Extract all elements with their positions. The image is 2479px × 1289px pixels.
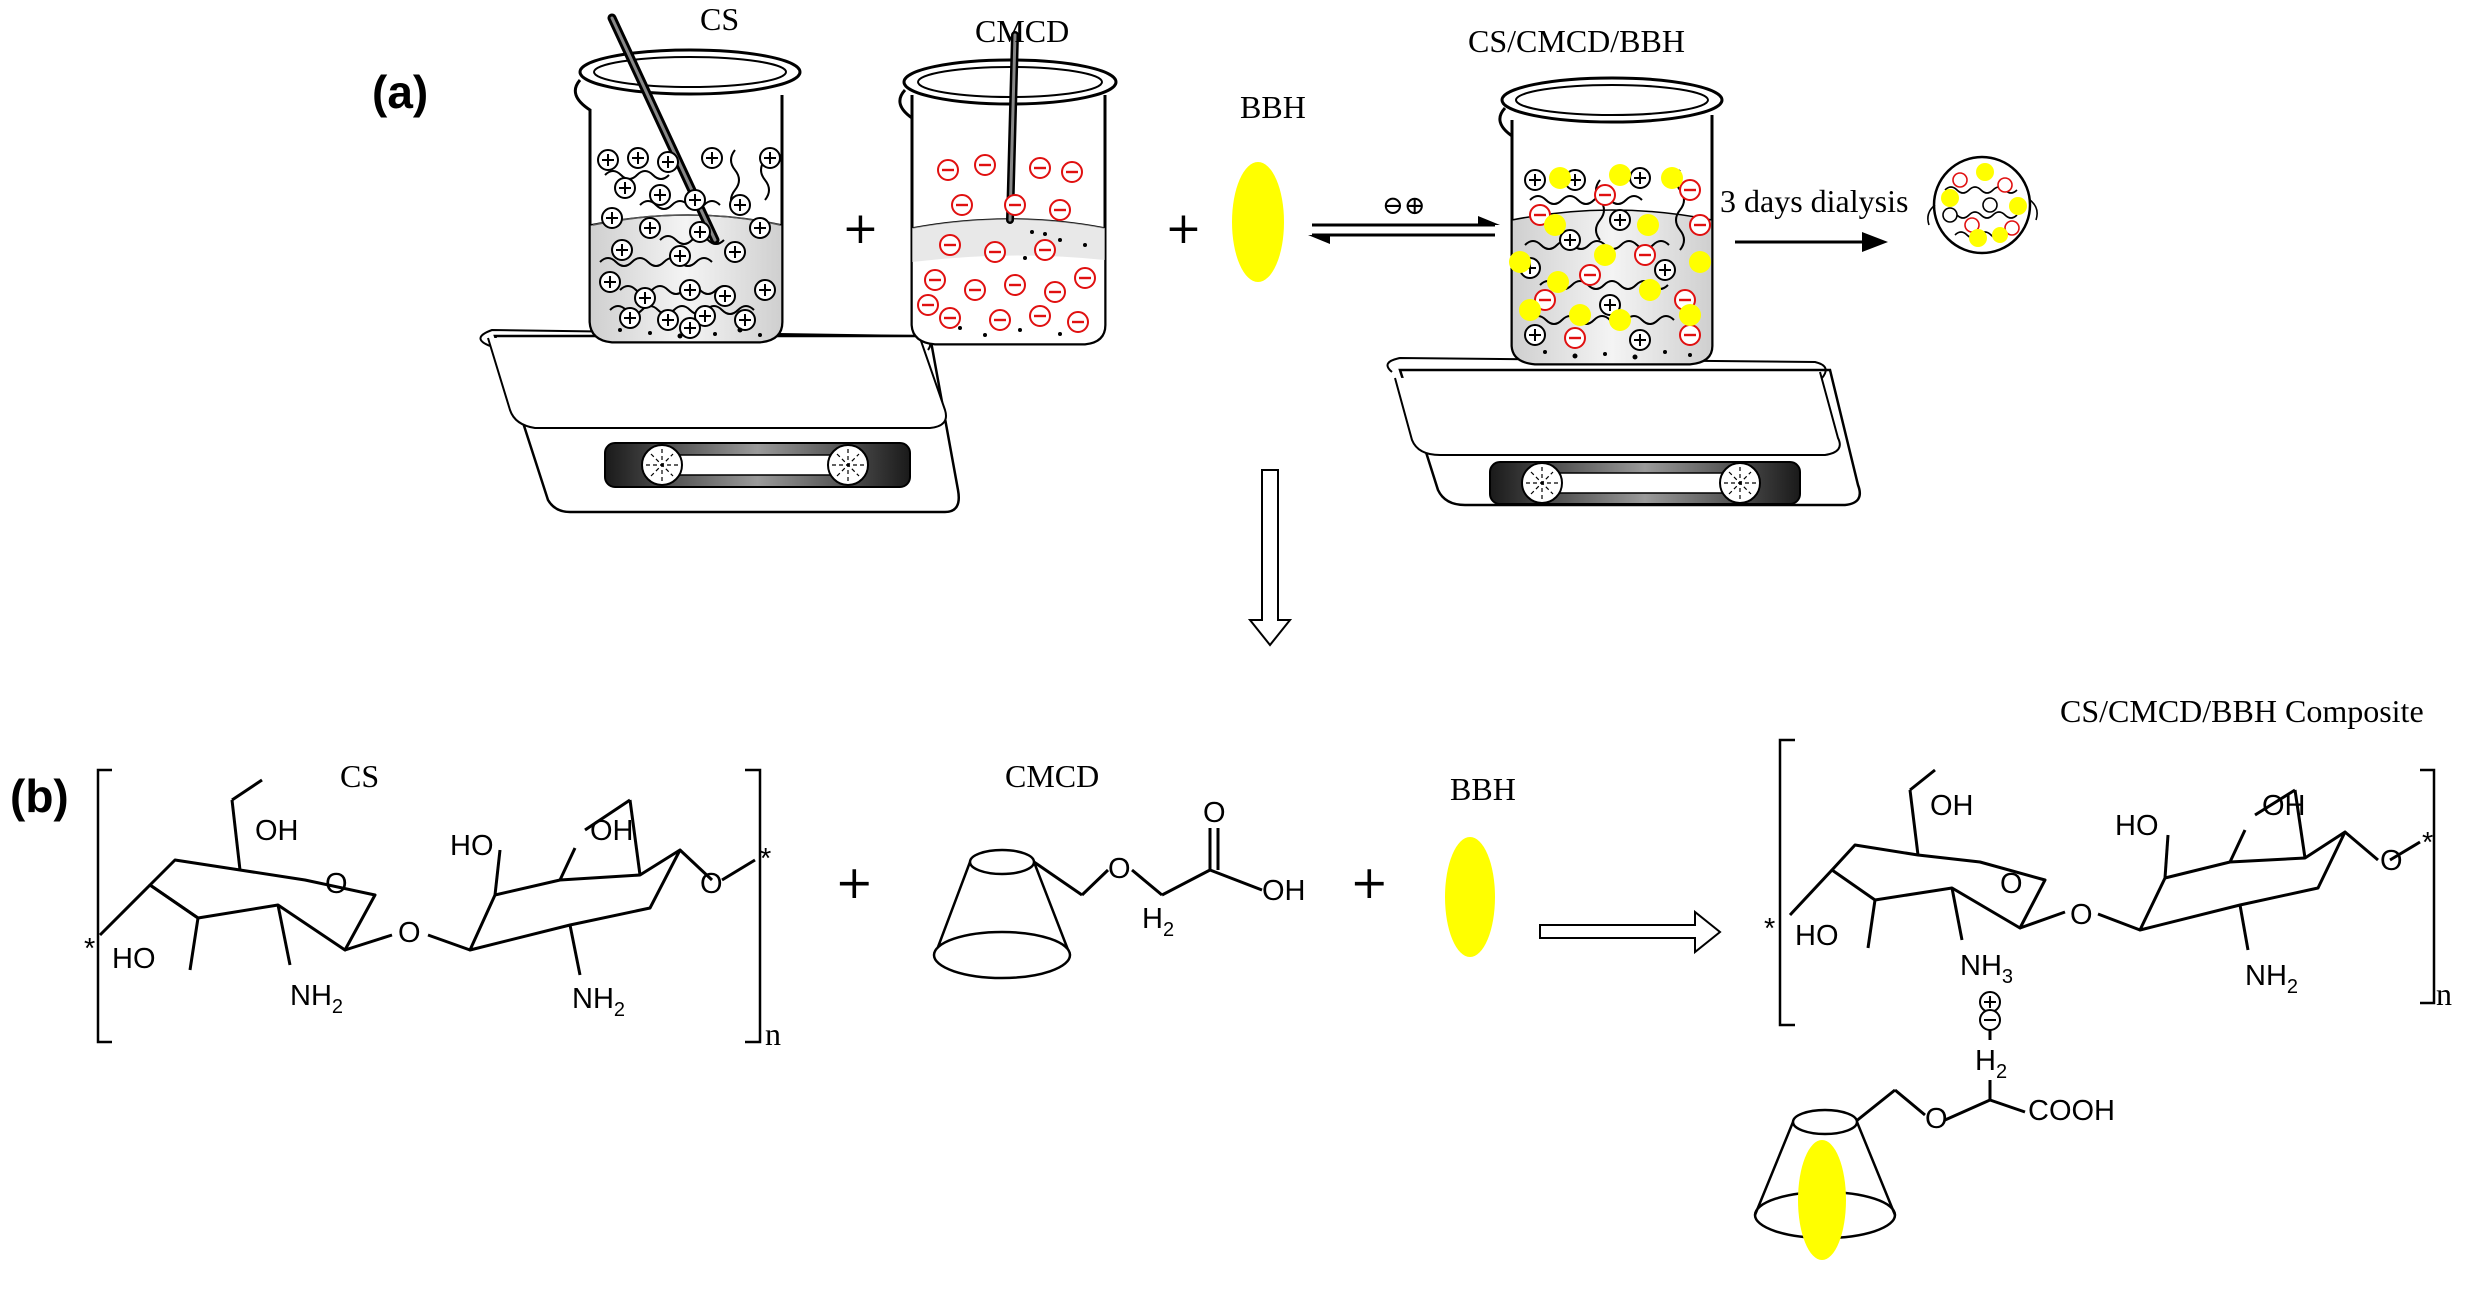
- cmcd-beaker-label: CMCD: [975, 13, 1069, 49]
- cs-ho-1: HO: [112, 943, 156, 975]
- cs-star-left: *: [84, 933, 95, 965]
- right-arrow: [1539, 909, 1722, 955]
- mixture-label: CS/CMCD/BBH: [1468, 23, 1685, 59]
- ionic-pair: [1979, 991, 2001, 1031]
- bbh-drug-a: [1232, 162, 1284, 282]
- down-arrow: [1247, 469, 1293, 647]
- dialysis-label: 3 days dialysis: [1720, 183, 1908, 219]
- panel-b-label: (b): [10, 770, 69, 822]
- comp-star-left: *: [1764, 913, 1775, 945]
- bbh-label-b: BBH: [1450, 771, 1516, 807]
- plus-sign-b2: +: [1350, 855, 1389, 909]
- beaker-cs: [573, 13, 802, 344]
- comp-cooh: COOH: [2028, 1095, 2115, 1127]
- comp-star-right: *: [2422, 827, 2433, 859]
- comp-oh-2: OH: [2262, 790, 2306, 822]
- comp-bbh-drug: [1798, 1140, 1846, 1260]
- comp-oh-1: OH: [1930, 790, 1974, 822]
- comp-bridge-o: O: [2070, 899, 2093, 931]
- plus-sign-a1: +: [842, 203, 879, 254]
- cs-end-o: O: [700, 868, 723, 900]
- cs-beaker-label: CS: [700, 1, 739, 37]
- cs-oh-1: OH: [255, 815, 299, 847]
- equilibrium-arrows: ⊖⊕: [1308, 191, 1500, 244]
- cs-star-right: *: [760, 843, 771, 875]
- comp-end-o: O: [2380, 845, 2403, 877]
- comp-nh2: NH2: [2245, 960, 2298, 998]
- cs-structure-label: CS: [340, 758, 379, 794]
- cmcd-oh: OH: [1262, 875, 1306, 907]
- cs-nh2-1: NH2: [290, 980, 343, 1018]
- mixture-particles: [1543, 350, 1692, 360]
- comp-ch2: H2: [1975, 1045, 2007, 1083]
- bbh-label-a: BBH: [1240, 89, 1306, 125]
- comp-ho-1: HO: [1795, 920, 1839, 952]
- cmcd-structure-label: CMCD: [1005, 758, 1099, 794]
- mixture-bbh-dots: [1509, 164, 1711, 331]
- comp-ho-2: HO: [2115, 810, 2159, 842]
- cs-oh-2: OH: [590, 815, 634, 847]
- cs-n-subscript: n: [765, 1016, 781, 1052]
- cmcd-ch2: H2: [1142, 903, 1174, 941]
- dialysis-arrow: 3 days dialysis: [1720, 183, 1908, 252]
- cs-nh2-2: NH2: [572, 983, 625, 1021]
- plus-sign-a2: +: [1165, 203, 1202, 254]
- cs-ho-2: HO: [450, 830, 494, 862]
- charge-pair-label: ⊖⊕: [1382, 191, 1426, 221]
- bbh-drug-b: [1445, 837, 1495, 957]
- cmcd-carbonyl-o: O: [1203, 797, 1226, 829]
- chitosan-structure: O O O OH HO NH2 HO OH NH2 * * n: [84, 768, 781, 1052]
- cmcd-particles: [958, 230, 1087, 337]
- composite-structure: O O O OH HO NH3 HO OH NH2 * * n H2 O COO…: [1753, 738, 2452, 1260]
- beaker-cmcd: [898, 31, 1118, 346]
- panel-a-label: (a): [372, 66, 428, 118]
- comp-nh3: NH3: [1960, 950, 2013, 988]
- cs-particles: [618, 327, 762, 339]
- magnetic-stirrer-left: [479, 328, 960, 514]
- composite-label: CS/CMCD/BBH Composite: [2060, 693, 2424, 729]
- magnetic-stirrer-right: [1386, 356, 1862, 507]
- plus-sign-b1: +: [835, 855, 874, 909]
- cs-bridge-o: O: [398, 917, 421, 949]
- panel-a: (a): [372, 1, 2038, 647]
- comp-ring1-o: O: [2000, 868, 2023, 900]
- nanoparticle: [1927, 155, 2038, 255]
- cmcd-structure: O O H2 OH: [932, 797, 1306, 980]
- comp-n-subscript: n: [2436, 976, 2452, 1012]
- beaker-mixture: [1498, 76, 1724, 366]
- cs-ring1-o: O: [325, 868, 348, 900]
- comp-ether-o: O: [1925, 1103, 1948, 1135]
- panel-b: (b): [10, 693, 2452, 1260]
- cmcd-ether-o: O: [1108, 853, 1131, 885]
